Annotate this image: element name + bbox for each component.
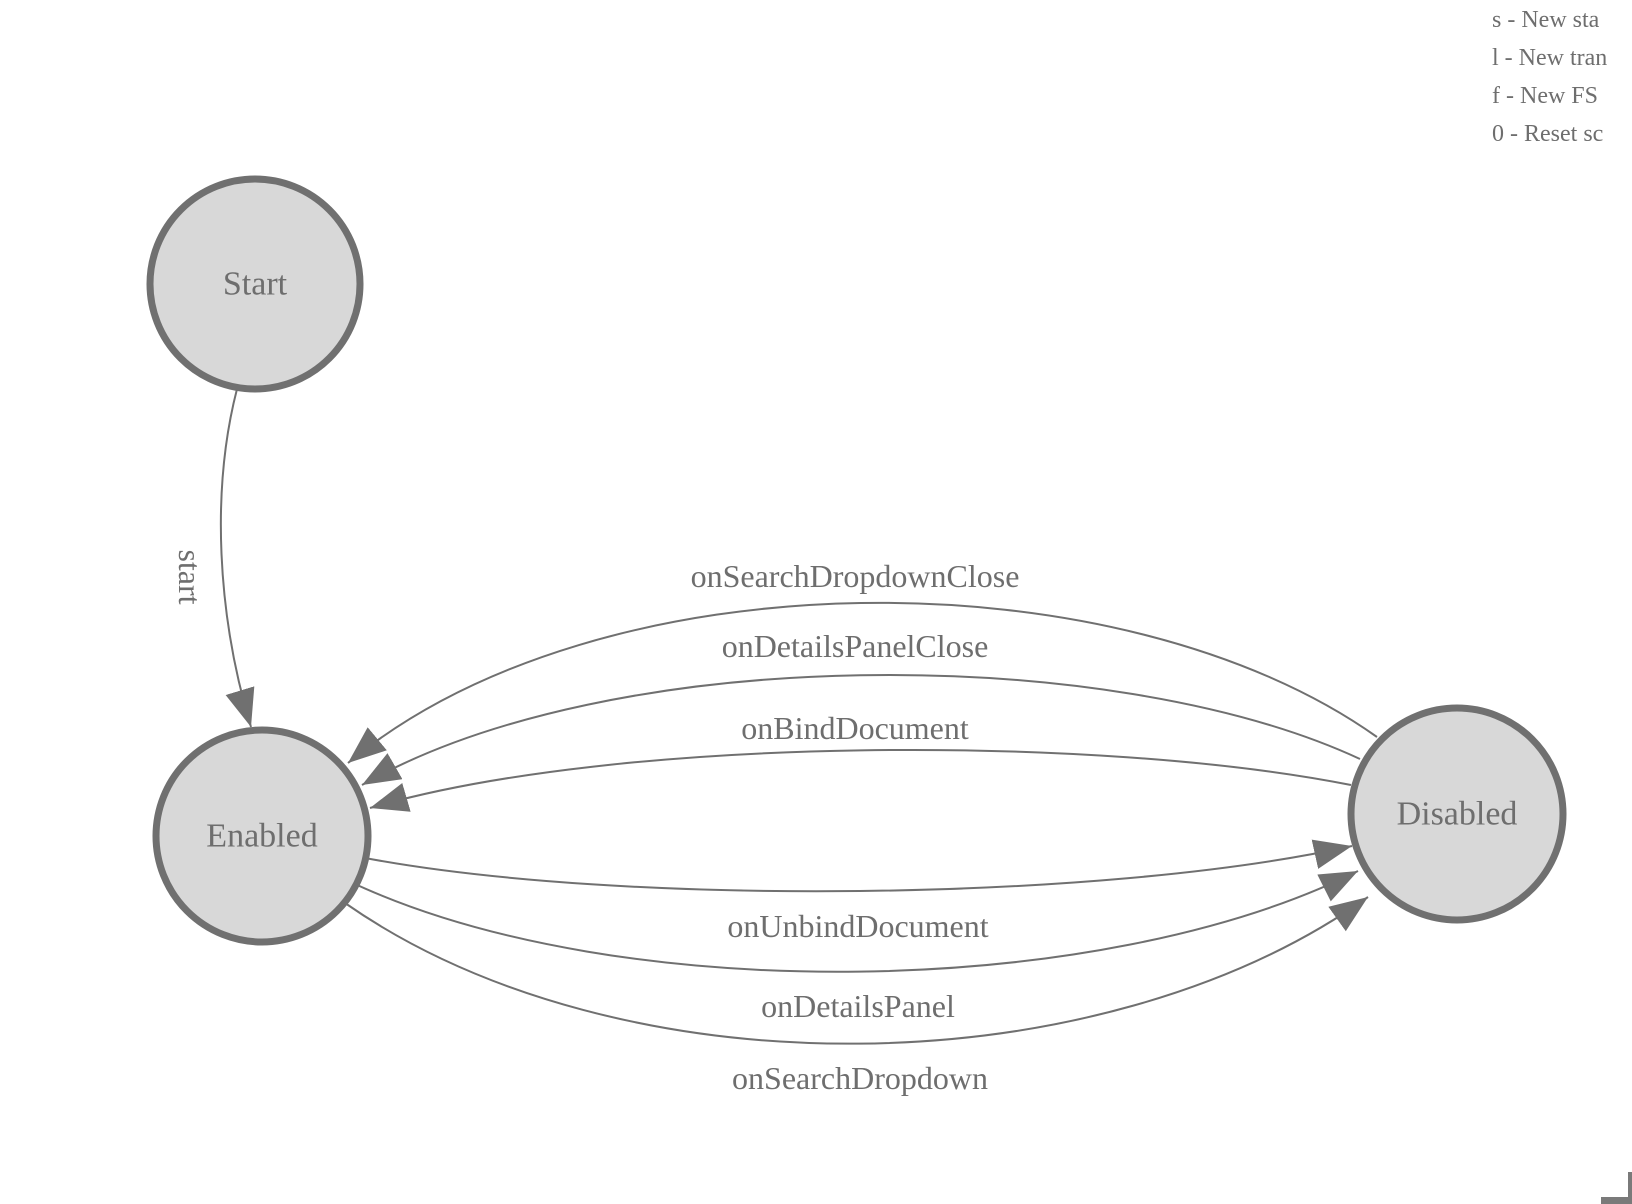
state-circle-enabled[interactable] [152, 726, 372, 946]
legend-line: f - New FS [1492, 83, 1598, 109]
edge-label-onDetailsPanelClose: onDetailsPanelClose [722, 628, 989, 664]
offscreen-element-corner-vertical [1628, 1172, 1632, 1204]
state-node-enabled[interactable]: Enabled [152, 726, 372, 946]
shortcut-legend: s - New sta l - New tran f - New FS 0 - … [1492, 1, 1607, 153]
offscreen-element-corner-horizontal [1601, 1197, 1632, 1204]
edge-label-onUnbindDocument: onUnbindDocument [727, 908, 988, 944]
state-label-enabled: Enabled [206, 818, 317, 855]
edge-label-start: start [172, 549, 208, 604]
edge-label-onSearchDropdownClose: onSearchDropdownClose [691, 558, 1020, 594]
edge-onBindDocument[interactable] [369, 749, 1352, 812]
legend-line: 0 - Reset sc [1492, 121, 1604, 147]
state-circle-disabled[interactable] [1347, 704, 1567, 924]
edge-onSearchDropdown[interactable] [344, 896, 1369, 1045]
edge-label-onBindDocument: onBindDocument [741, 710, 969, 746]
edge-start-to-enabled[interactable] [219, 388, 255, 728]
edge-onUnbindDocument[interactable] [364, 839, 1353, 893]
legend-line: l - New tran [1492, 45, 1608, 71]
state-label-disabled: Disabled [1397, 796, 1518, 833]
edge-label-onSearchDropdown: onSearchDropdown [732, 1060, 988, 1096]
state-label-start: Start [223, 266, 288, 303]
edge-onDetailsPanel[interactable] [354, 870, 1359, 973]
legend-line: s - New sta [1492, 7, 1600, 33]
state-node-disabled[interactable]: Disabled [1347, 704, 1567, 924]
state-node-start[interactable]: Start [146, 175, 364, 393]
state-circle-start[interactable] [146, 175, 364, 393]
edge-onDetailsPanelClose[interactable] [361, 674, 1361, 786]
edge-label-onDetailsPanel: onDetailsPanel [761, 988, 955, 1024]
edge-onSearchDropdownClose[interactable] [347, 601, 1378, 764]
